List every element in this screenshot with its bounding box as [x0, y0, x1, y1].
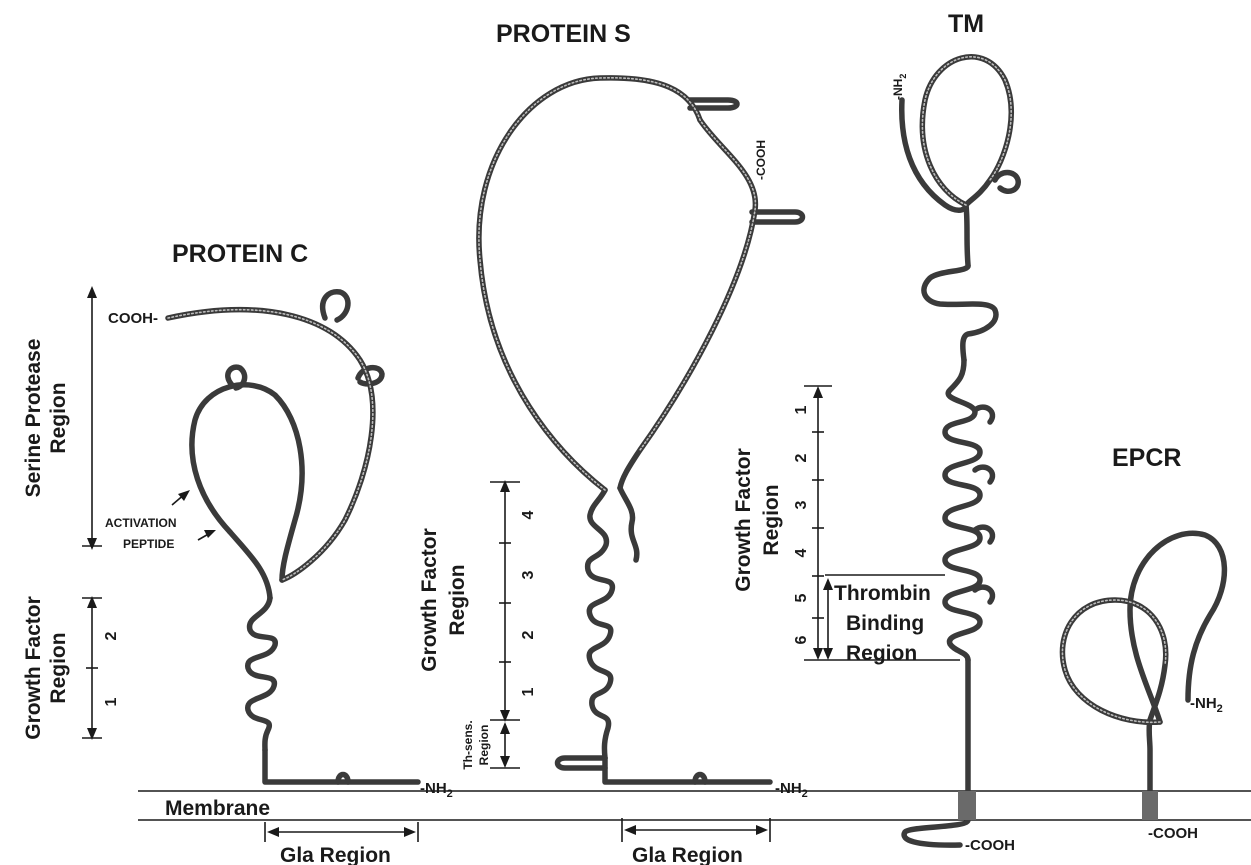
protein-c-serine-label-1: Serine Protease [22, 339, 45, 498]
protein-c-activation-label-1: ACTIVATION [105, 516, 177, 530]
tm-chain [902, 57, 1018, 845]
protein-s-growth-tick-3: 3 [520, 570, 537, 579]
epcr-chain-texture [1062, 600, 1165, 722]
protein-s-nh2: -NH2 [775, 780, 808, 800]
protein-c-title: PROTEIN C [172, 240, 308, 268]
protein-s-growth-tick-4: 4 [520, 510, 537, 519]
protein-c-activation-label-2: PEPTIDE [123, 537, 174, 551]
protein-s-cooh: -COOH [754, 140, 768, 180]
protein-c-serine-bracket [82, 286, 102, 550]
membrane: Membrane [138, 791, 1251, 820]
epcr-title: EPCR [1112, 444, 1181, 472]
tm-thrombin-bracket [823, 578, 833, 660]
protein-c-chain [168, 292, 418, 782]
protein-c-cooh: COOH- [108, 310, 158, 327]
tm-growth-tick-3: 3 [793, 500, 810, 509]
protein-s-growth-label-1: Growth Factor [418, 528, 441, 672]
protein-c-activation-arrows [172, 490, 216, 540]
tm-growth-label-2: Region [760, 484, 783, 555]
protein-c-growth-label-2: Region [47, 632, 70, 703]
thrombomodulin: TM -NH2 -COOH [732, 10, 1018, 854]
protein-s-chain [479, 78, 803, 782]
membrane-label: Membrane [165, 797, 270, 820]
protein-c: PROTEIN C COOH- -NH2 Serine Protease Reg… [22, 240, 453, 865]
protein-s: PROTEIN S -COOH -NH2 4 3 2 [418, 20, 808, 865]
protein-s-gla-label: Gla Region [632, 844, 743, 865]
tm-title: TM [948, 10, 984, 38]
tm-nh2: -NH2 [891, 74, 908, 100]
protein-c-gla-bracket [265, 822, 418, 842]
tm-thrombin-label-3: Region [846, 642, 917, 665]
epcr-transmembrane-segment [1142, 791, 1158, 820]
protein-c-serine-label-2: Region [47, 382, 70, 453]
epcr: EPCR -NH2 -COOH [1062, 444, 1224, 842]
tm-growth-tick-1: 1 [793, 405, 810, 414]
protein-s-thsens-bracket [490, 722, 520, 768]
protein-c-growth-bracket [82, 596, 102, 740]
protein-s-growth-label-2: Region [446, 564, 469, 635]
protein-s-growth-tick-1: 1 [520, 687, 537, 696]
tm-thrombin-label-1: Thrombin [834, 582, 931, 605]
protein-c-gla-label: Gla Region [280, 844, 391, 865]
tm-growth-tick-5: 5 [793, 593, 810, 602]
epcr-cooh: -COOH [1148, 825, 1198, 842]
protein-s-growth-tick-2: 2 [520, 630, 537, 639]
tm-growth-tick-2: 2 [793, 453, 810, 462]
protein-s-growth-bracket [490, 480, 520, 722]
protein-c-nh2: -NH2 [420, 780, 453, 800]
tm-growth-tick-4: 4 [793, 548, 810, 557]
tm-growth-label-1: Growth Factor [732, 448, 755, 592]
tm-transmembrane-segment [958, 791, 976, 820]
protein-s-thsens-label-2: Region [477, 725, 491, 766]
protein-s-gla-bracket [622, 818, 770, 842]
protein-s-thsens-label-1: Th-sens. [461, 720, 475, 769]
protein-s-title: PROTEIN S [496, 20, 631, 48]
protein-c-growth-tick-1: 1 [103, 697, 120, 706]
tm-cooh: -COOH [965, 837, 1015, 854]
protein-c-growth-tick-2: 2 [103, 631, 120, 640]
tm-thrombin-label-2: Binding [846, 612, 924, 635]
protein-c-growth-label-1: Growth Factor [22, 596, 45, 740]
tm-growth-tick-6: 6 [793, 635, 810, 644]
epcr-chain [1062, 533, 1224, 800]
epcr-nh2: -NH2 [1190, 695, 1223, 715]
